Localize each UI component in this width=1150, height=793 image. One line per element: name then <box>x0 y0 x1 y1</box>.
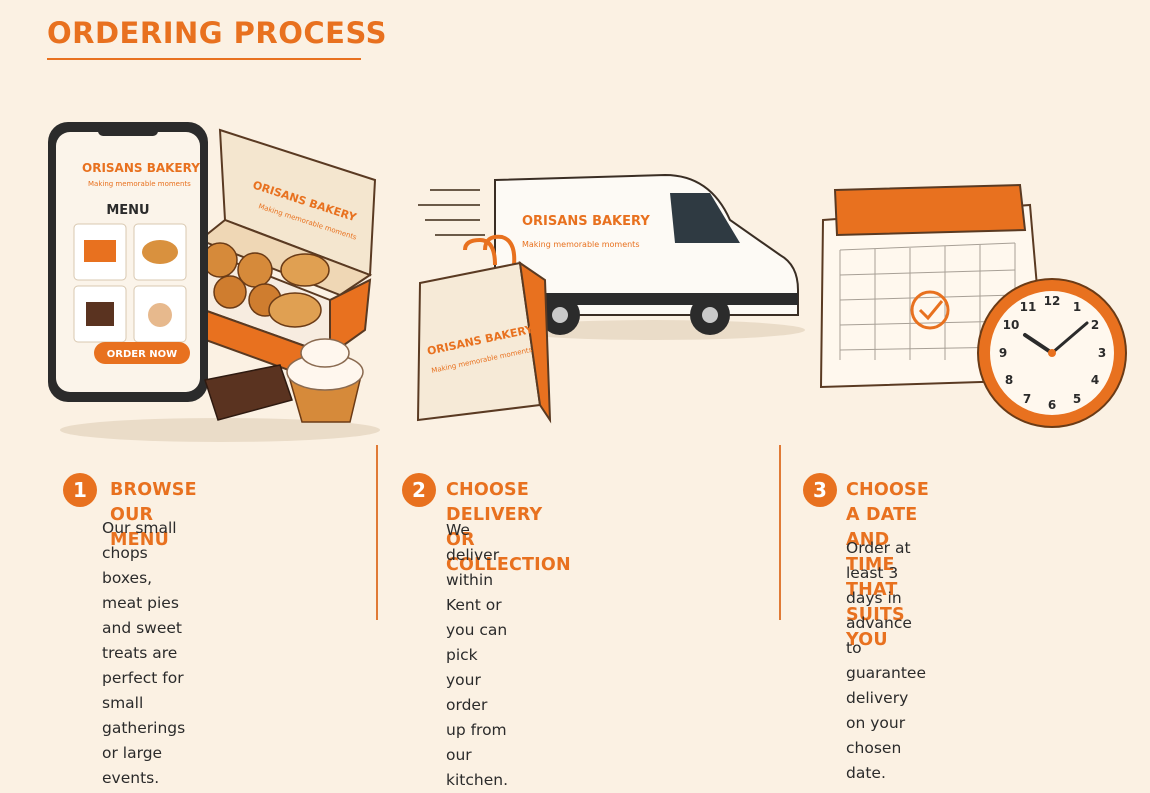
schedule-illustration: 12 1 2 3 4 5 6 7 8 9 10 11 <box>819 183 1127 428</box>
van-brand: ORISANS BAKERY <box>522 214 650 229</box>
clock-6: 6 <box>1048 398 1056 412</box>
delivery-illustration: ORISANS BAKERY Making memorable moments … <box>416 173 805 424</box>
clock-5: 5 <box>1073 392 1081 406</box>
smartphone-icon: ORISANS BAKERY Making memorable moments … <box>48 122 208 402</box>
clock-10: 10 <box>1003 318 1020 332</box>
clock-icon: 12 1 2 3 4 5 6 7 8 9 10 11 <box>977 278 1127 428</box>
clock-4: 4 <box>1091 373 1099 387</box>
phone-tagline: Making memorable moments <box>88 180 191 188</box>
order-now-button: ORDER NOW <box>107 349 177 360</box>
title-underline <box>47 58 361 60</box>
page-title: ORDERING PROCESS <box>47 16 387 50</box>
step-title: CHOOSE A DATE AND TIME THAT SUITS YOU <box>846 480 930 650</box>
phone-menu-label: MENU <box>106 203 149 218</box>
step-description: Order at least 3 days in advance to guar… <box>846 539 927 782</box>
van-tagline: Making memorable moments <box>522 240 640 249</box>
clock-7: 7 <box>1023 392 1031 406</box>
checkmark-icon <box>910 290 950 330</box>
step-description: Our small chops boxes, meat pies and swe… <box>102 519 186 787</box>
divider-2 <box>779 445 781 620</box>
clock-12: 12 <box>1044 294 1061 308</box>
clock-2: 2 <box>1091 318 1099 332</box>
step-description: We deliver within Kent or you can pick y… <box>446 521 508 789</box>
step-number-badge: 3 <box>803 473 837 507</box>
phone-brand: ORISANS BAKERY <box>82 161 200 175</box>
clock-1: 1 <box>1073 300 1081 314</box>
step-title: BROWSE OUR MENU <box>110 480 197 550</box>
delivery-van-icon: ORISANS BAKERY Making memorable moments <box>494 173 799 335</box>
pastry-box-icon: ORISANS BAKERY Making memorable moments <box>188 128 377 387</box>
step-number-badge: 2 <box>402 473 436 507</box>
shopping-bag-icon: ORISANS BAKERY Making memorable moments <box>416 234 552 424</box>
clock-8: 8 <box>1005 373 1013 387</box>
clock-3: 3 <box>1098 346 1106 360</box>
step-title: CHOOSE DELIVERY OR COLLECTION <box>446 480 571 575</box>
menu-illustration: ORISANS BAKERY Making memorable moments … <box>48 122 380 442</box>
clock-11: 11 <box>1020 300 1037 314</box>
step-number-badge: 1 <box>63 473 97 507</box>
divider-1 <box>376 445 378 620</box>
clock-9: 9 <box>999 346 1007 360</box>
